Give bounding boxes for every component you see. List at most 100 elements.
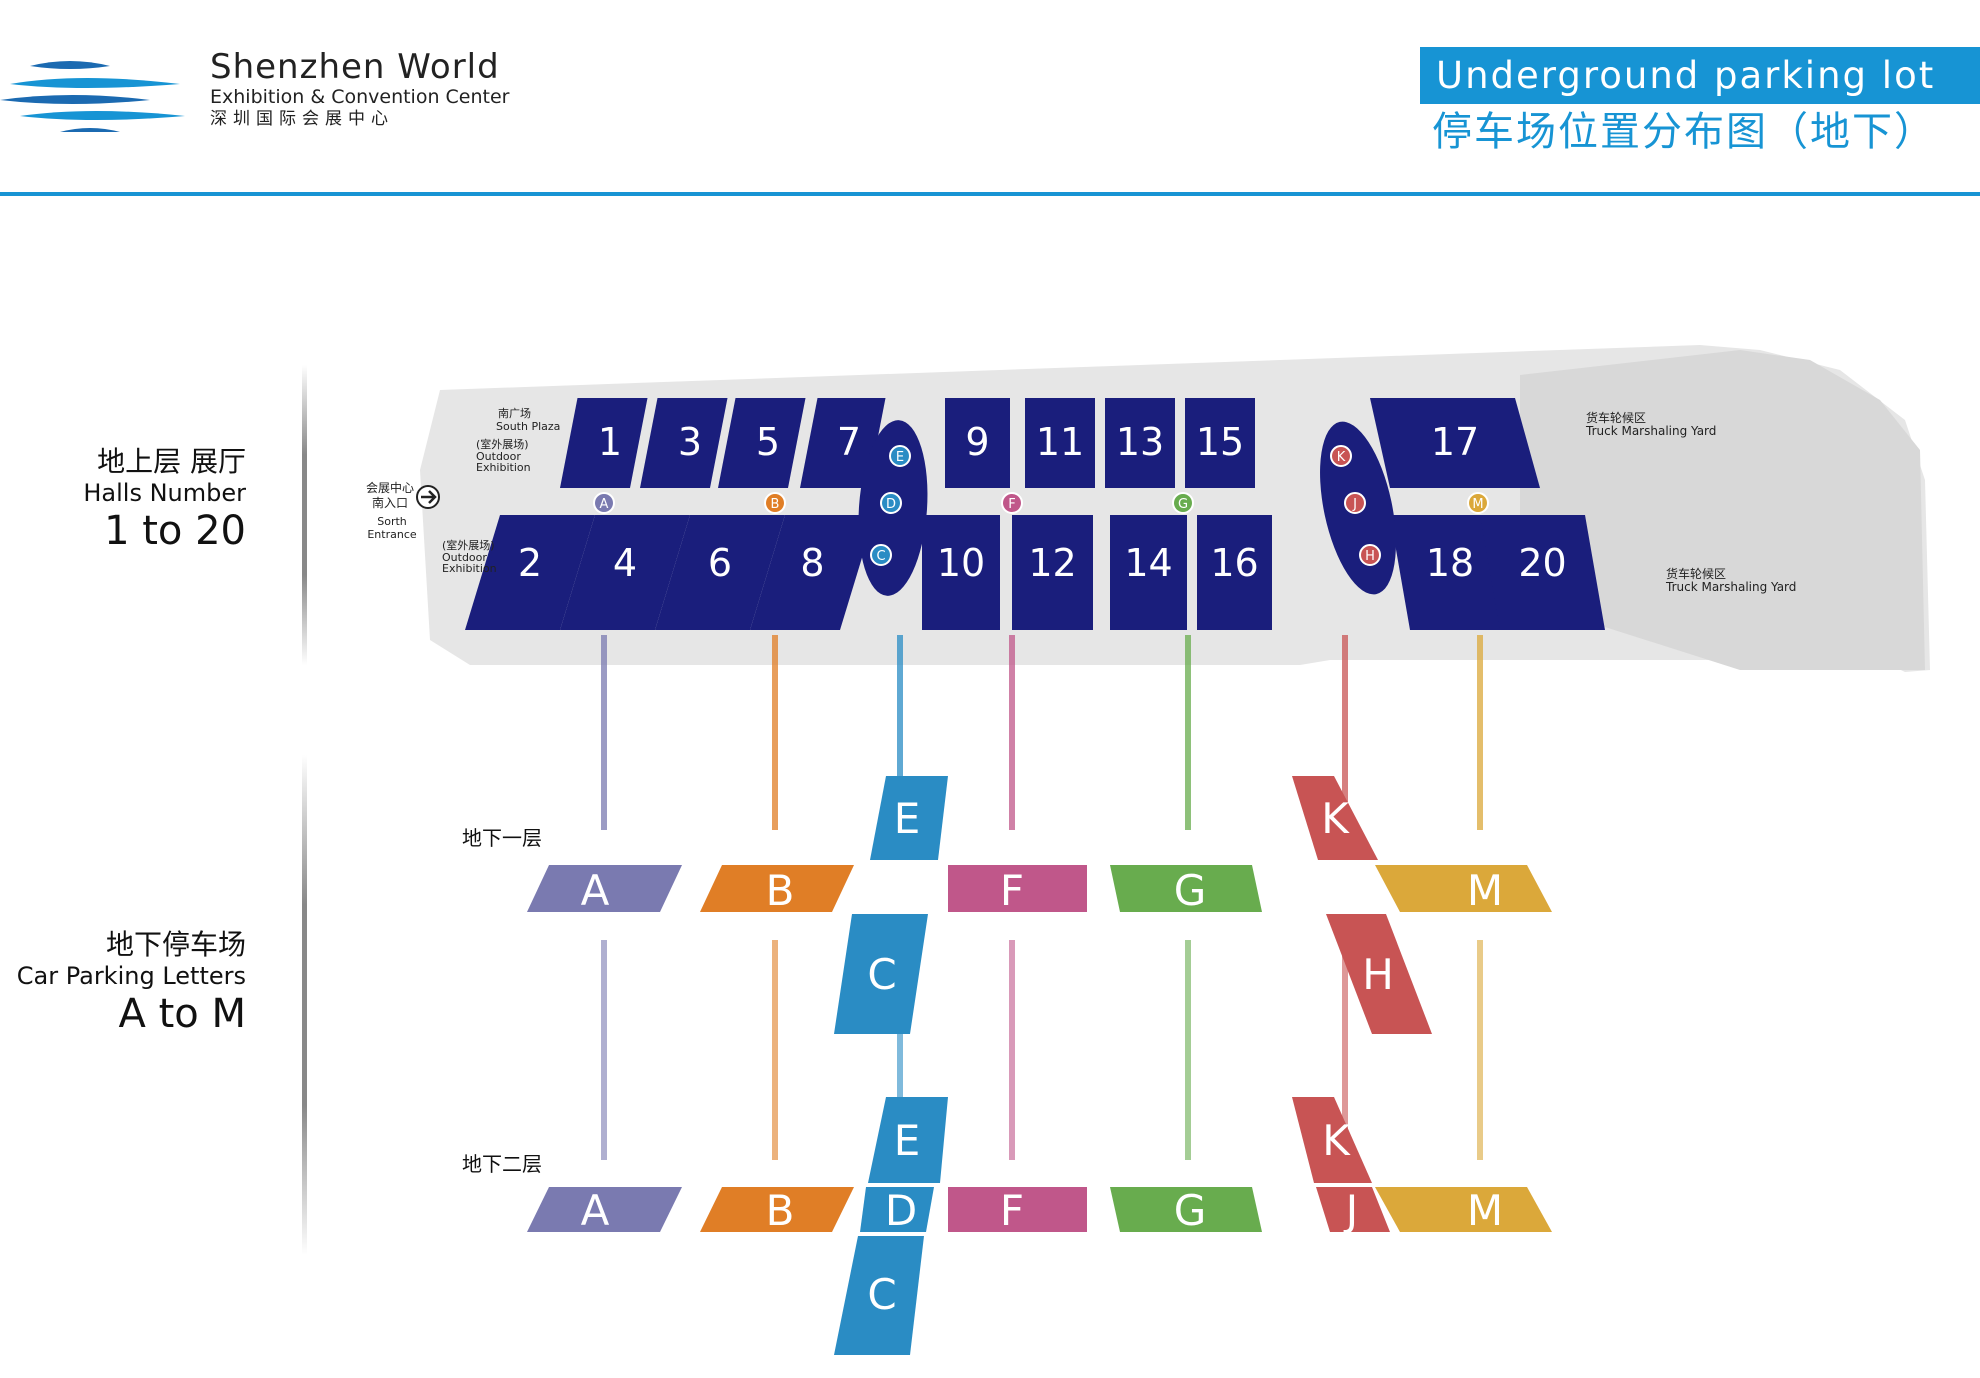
- parking-b2-C: [834, 1236, 924, 1355]
- hall-label-8: 8: [800, 541, 824, 585]
- outdoor-en2-2: Exhibition: [442, 562, 497, 575]
- parking-b2-label-K: K: [1322, 1116, 1351, 1165]
- hall-label-1: 1: [598, 420, 622, 464]
- truck-yard-cn-2: 货车轮候区: [1666, 566, 1726, 581]
- hall-label-11: 11: [1036, 420, 1084, 464]
- hall-20: [1480, 515, 1605, 630]
- hall-label-10: 10: [937, 541, 985, 585]
- parking-b1-F: [948, 865, 1087, 912]
- logo-subname: Exhibition & Convention Center: [210, 86, 510, 108]
- hall-4: [560, 515, 690, 630]
- parking-b1-C: [834, 914, 928, 1034]
- marker-G: [1172, 492, 1194, 514]
- marker-K: [1330, 445, 1352, 467]
- hall-label-5: 5: [756, 420, 780, 464]
- parking-b1-M: [1375, 865, 1552, 912]
- outdoor-en1-2: Outdoor: [442, 551, 487, 564]
- parking-b1-label-M: M: [1467, 866, 1503, 915]
- parking-b2-label-C: C: [867, 1270, 896, 1319]
- marker-C: [870, 544, 892, 566]
- parking-b2-J: [1316, 1187, 1390, 1232]
- outdoor-cn-2: (室外展场): [442, 538, 495, 552]
- hall-18: [1390, 515, 1510, 630]
- marker-label-B: B: [771, 497, 780, 512]
- parking-b2-E: [868, 1097, 948, 1183]
- parking-b2-D: [860, 1187, 934, 1232]
- divider-bottom: [302, 755, 307, 1255]
- parking-b1-A: [527, 865, 682, 912]
- halls-cn: 地上层 展厅: [97, 445, 246, 478]
- hall-14: [1110, 515, 1187, 630]
- parking-b1-E: [870, 776, 948, 860]
- parking-b2-label-B: B: [766, 1186, 795, 1235]
- marker-label-K: K: [1337, 450, 1346, 465]
- hall-3: [640, 398, 728, 488]
- parking-legend: 地下停车场 Car Parking Letters A to M: [17, 928, 246, 1038]
- hall-label-17: 17: [1431, 420, 1479, 464]
- parking-cn: 地下停车场: [105, 928, 246, 961]
- parking-b1-label-B: B: [766, 866, 795, 915]
- marker-A: [593, 492, 615, 514]
- marker-H: [1359, 544, 1381, 566]
- logo: Shenzhen World Exhibition & Convention C…: [210, 48, 510, 130]
- parking-range: A to M: [118, 991, 246, 1037]
- hall-label-12: 12: [1028, 541, 1076, 585]
- truck-yard-en-2: Truck Marshaling Yard: [1665, 580, 1796, 594]
- marker-label-H: H: [1365, 549, 1375, 564]
- south-plaza-cn: 南广场: [498, 406, 531, 420]
- marker-label-D: D: [886, 497, 896, 512]
- marker-label-E: E: [896, 450, 904, 465]
- parking-b1-label-K: K: [1321, 794, 1350, 843]
- truck-yard-en-1: Truck Marshaling Yard: [1585, 424, 1716, 438]
- hall-label-3: 3: [678, 420, 702, 464]
- parking-b1-label-C: C: [867, 950, 896, 999]
- marker-M: [1467, 492, 1489, 514]
- hall-13: [1105, 398, 1175, 488]
- hall-5: [718, 398, 806, 488]
- hall-12: [1012, 515, 1093, 630]
- level-b1-label: 地下一层: [462, 826, 542, 850]
- entrance-arrow-glyph: [421, 490, 437, 504]
- marker-label-A: A: [600, 497, 609, 512]
- title-bar: [1420, 47, 1980, 104]
- entrance-en1: Sorth: [377, 515, 407, 528]
- parking-b1-label-E: E: [894, 794, 921, 843]
- header-divider: [0, 192, 1980, 196]
- parking-b2-B: [700, 1187, 854, 1232]
- page-title-cn: 停车场位置分布图（地下）: [1432, 109, 1936, 155]
- outdoor-cn-1: (室外展场): [476, 437, 529, 451]
- marker-label-C: C: [876, 549, 885, 564]
- hall-label-18: 18: [1426, 541, 1474, 585]
- south-plaza-en: South Plaza: [496, 420, 560, 433]
- level-b2-label: 地下二层: [462, 1152, 542, 1176]
- parking-b1-label-A: A: [581, 866, 610, 915]
- parking-b2-A: [527, 1187, 682, 1232]
- outdoor-en2-1: Exhibition: [476, 461, 531, 474]
- parking-b2-label-D: D: [885, 1186, 917, 1235]
- hall-17: [1370, 398, 1540, 488]
- logo-chinese: 深圳国际会展中心: [210, 109, 394, 129]
- hall-label-2: 2: [518, 541, 542, 585]
- marker-label-G: G: [1178, 497, 1188, 512]
- truck-yard-cn-1: 货车轮候区: [1586, 410, 1646, 425]
- marker-label-M: M: [1472, 497, 1483, 512]
- parking-b2-label-A: A: [581, 1186, 610, 1235]
- parking-b1-label-F: F: [1000, 866, 1024, 915]
- parking-b2-label-J: J: [1343, 1186, 1358, 1235]
- truck-yard-area: [1520, 350, 1925, 670]
- entrance-cn1: 会展中心: [366, 480, 414, 495]
- hall-label-4: 4: [613, 541, 637, 585]
- hall-16: [1197, 515, 1272, 630]
- halls-legend: 地上层 展厅 Halls Number 1 to 20: [83, 445, 246, 555]
- page-title-en: Underground parking lot: [1436, 54, 1936, 97]
- hall-label-9: 9: [965, 420, 989, 464]
- hall-9: [945, 398, 1010, 488]
- parking-b2-F: [948, 1187, 1087, 1232]
- hall-label-16: 16: [1210, 541, 1258, 585]
- hall-15: [1185, 398, 1255, 488]
- parking-b1-H: [1326, 914, 1432, 1034]
- marker-D: [880, 492, 902, 514]
- divider-top: [302, 365, 307, 665]
